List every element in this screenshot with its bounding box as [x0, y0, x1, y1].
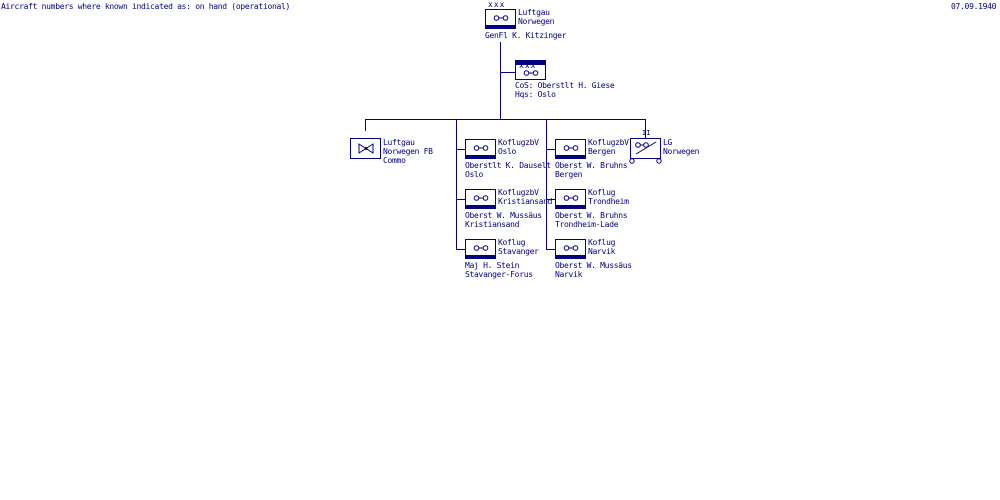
fb-name-3: Commo	[383, 156, 406, 165]
propeller-icon	[358, 143, 374, 154]
unit-name-2: Narvik	[588, 247, 616, 256]
unit-name-1: Koflug	[498, 238, 526, 247]
unit-name-2: Oslo	[498, 147, 517, 156]
cos-rank-marks: xxx	[519, 61, 537, 70]
hq-rank-marks: xxx	[488, 0, 506, 9]
unit-name-1: KoflugzbV	[588, 138, 629, 147]
unit-location: Kristiansand	[465, 220, 520, 229]
connector-hq-trunk	[500, 42, 501, 119]
connector-col1-row1	[456, 149, 465, 150]
unit-symbol	[465, 189, 496, 209]
cos-line-1: CoS: Oberstlt H. Giese	[515, 81, 615, 90]
unit-symbol	[465, 139, 496, 159]
connector-col1-trunk	[456, 119, 457, 249]
unit-name-1: KoflugzbV	[498, 138, 539, 147]
unit-name-2: Stavanger	[498, 247, 539, 256]
unit-location: Bergen	[555, 170, 583, 179]
unit-name-1: KoflugzbV	[498, 188, 539, 197]
hq-commander: GenFl K. Kitzinger	[485, 31, 567, 40]
propeller-icon	[473, 145, 488, 151]
fb-name-1: Luftgau	[383, 138, 415, 147]
unit-location: Trondheim-Lade	[555, 220, 619, 229]
unit-name-2: Kristiansand	[498, 197, 553, 206]
propeller-icon	[473, 195, 488, 201]
connector-lg-drop	[645, 119, 646, 139]
connector-col1-row3	[456, 249, 465, 250]
wheels-icon	[629, 158, 662, 164]
connector-col2-row1	[546, 149, 555, 150]
unit-location: Narvik	[555, 270, 583, 279]
fb-unit-symbol	[350, 138, 381, 159]
propeller-icon	[493, 15, 508, 21]
unit-commander: Oberstlt K. Dauselt	[465, 161, 551, 170]
unit-commander: Maj H. Stein	[465, 261, 520, 270]
cos-unit-symbol	[515, 60, 546, 80]
connector-col2-row2	[546, 199, 555, 200]
unit-commander: Oberst W. Mussäus	[465, 211, 542, 220]
unit-symbol	[555, 189, 586, 209]
unit-name-2: Trondheim	[588, 197, 629, 206]
lg-unit-symbol	[630, 138, 661, 159]
lg-rank-marks: II	[642, 129, 651, 137]
unit-commander: Oberst W. Bruhns	[555, 211, 628, 220]
unit-name-2: Bergen	[588, 147, 616, 156]
connector-col2-trunk	[546, 119, 547, 249]
propeller-icon	[563, 145, 578, 151]
unit-commander: Oberst W. Mussäus	[555, 261, 632, 270]
propeller-icon	[563, 195, 578, 201]
propeller-icon	[473, 245, 488, 251]
connector-main-horizontal	[365, 119, 646, 120]
unit-symbol	[555, 139, 586, 159]
fb-name-2: Norwegen FB	[383, 147, 433, 156]
cos-line-2: Hqs: Oslo	[515, 90, 556, 99]
unit-symbol	[465, 239, 496, 259]
unit-name-1: Koflug	[588, 188, 616, 197]
lg-name-2: Norwegen	[663, 147, 700, 156]
hq-name-1: Luftgau	[518, 8, 550, 17]
unit-location: Stavanger-Forus	[465, 270, 533, 279]
unit-commander: Oberst W. Bruhns	[555, 161, 628, 170]
training-unit-icon	[635, 141, 657, 155]
propeller-icon	[523, 70, 538, 76]
unit-name-1: Koflug	[588, 238, 616, 247]
header-date: 07.09.1940	[951, 2, 997, 11]
propeller-icon	[563, 245, 578, 251]
connector-fb-drop	[365, 119, 366, 131]
hq-unit-symbol	[485, 9, 516, 29]
lg-name-1: LG	[663, 138, 673, 147]
hq-name-2: Norwegen	[518, 17, 555, 26]
unit-symbol	[555, 239, 586, 259]
connector-cos-branch	[500, 72, 515, 73]
connector-col1-row2	[456, 199, 465, 200]
unit-location: Oslo	[465, 170, 484, 179]
connector-col2-row3	[546, 249, 555, 250]
header-note: Aircraft numbers where known indicated a…	[1, 2, 291, 11]
